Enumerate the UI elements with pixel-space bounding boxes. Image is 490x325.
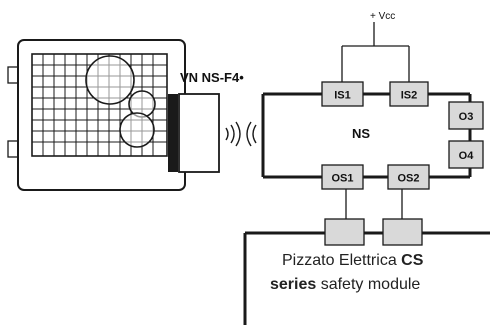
guarded-door-icon xyxy=(7,39,186,191)
svg-text:O3: O3 xyxy=(459,111,474,123)
safety-module xyxy=(243,218,490,325)
wireless-signal-icon xyxy=(225,121,257,147)
terminal-os1: OS1 xyxy=(321,164,364,190)
terminal-os2: OS2 xyxy=(387,164,430,190)
svg-text:O4: O4 xyxy=(459,150,475,162)
actuator-icon xyxy=(168,93,220,173)
vcc-feed xyxy=(341,22,410,82)
ns-sensor-body xyxy=(261,92,472,179)
sensor-model-label: VN NS-F4• xyxy=(180,70,244,85)
terminal-o3: O3 xyxy=(448,101,484,130)
vcc-label: + Vcc xyxy=(370,11,395,22)
svg-text:OS2: OS2 xyxy=(397,173,419,185)
svg-text:IS1: IS1 xyxy=(334,90,351,102)
svg-text:IS2: IS2 xyxy=(401,90,418,102)
terminal-is1: IS1 xyxy=(321,81,364,107)
module-input-1 xyxy=(324,218,365,246)
terminal-o4: O4 xyxy=(448,140,484,169)
module-input-2 xyxy=(382,218,423,246)
svg-text:OS1: OS1 xyxy=(331,173,353,185)
ns-label: NS xyxy=(352,126,370,141)
terminal-is2: IS2 xyxy=(389,81,429,107)
module-label-line1: Pizzato Elettrica CS xyxy=(282,252,424,269)
module-label-line2: series safety module xyxy=(270,276,420,293)
